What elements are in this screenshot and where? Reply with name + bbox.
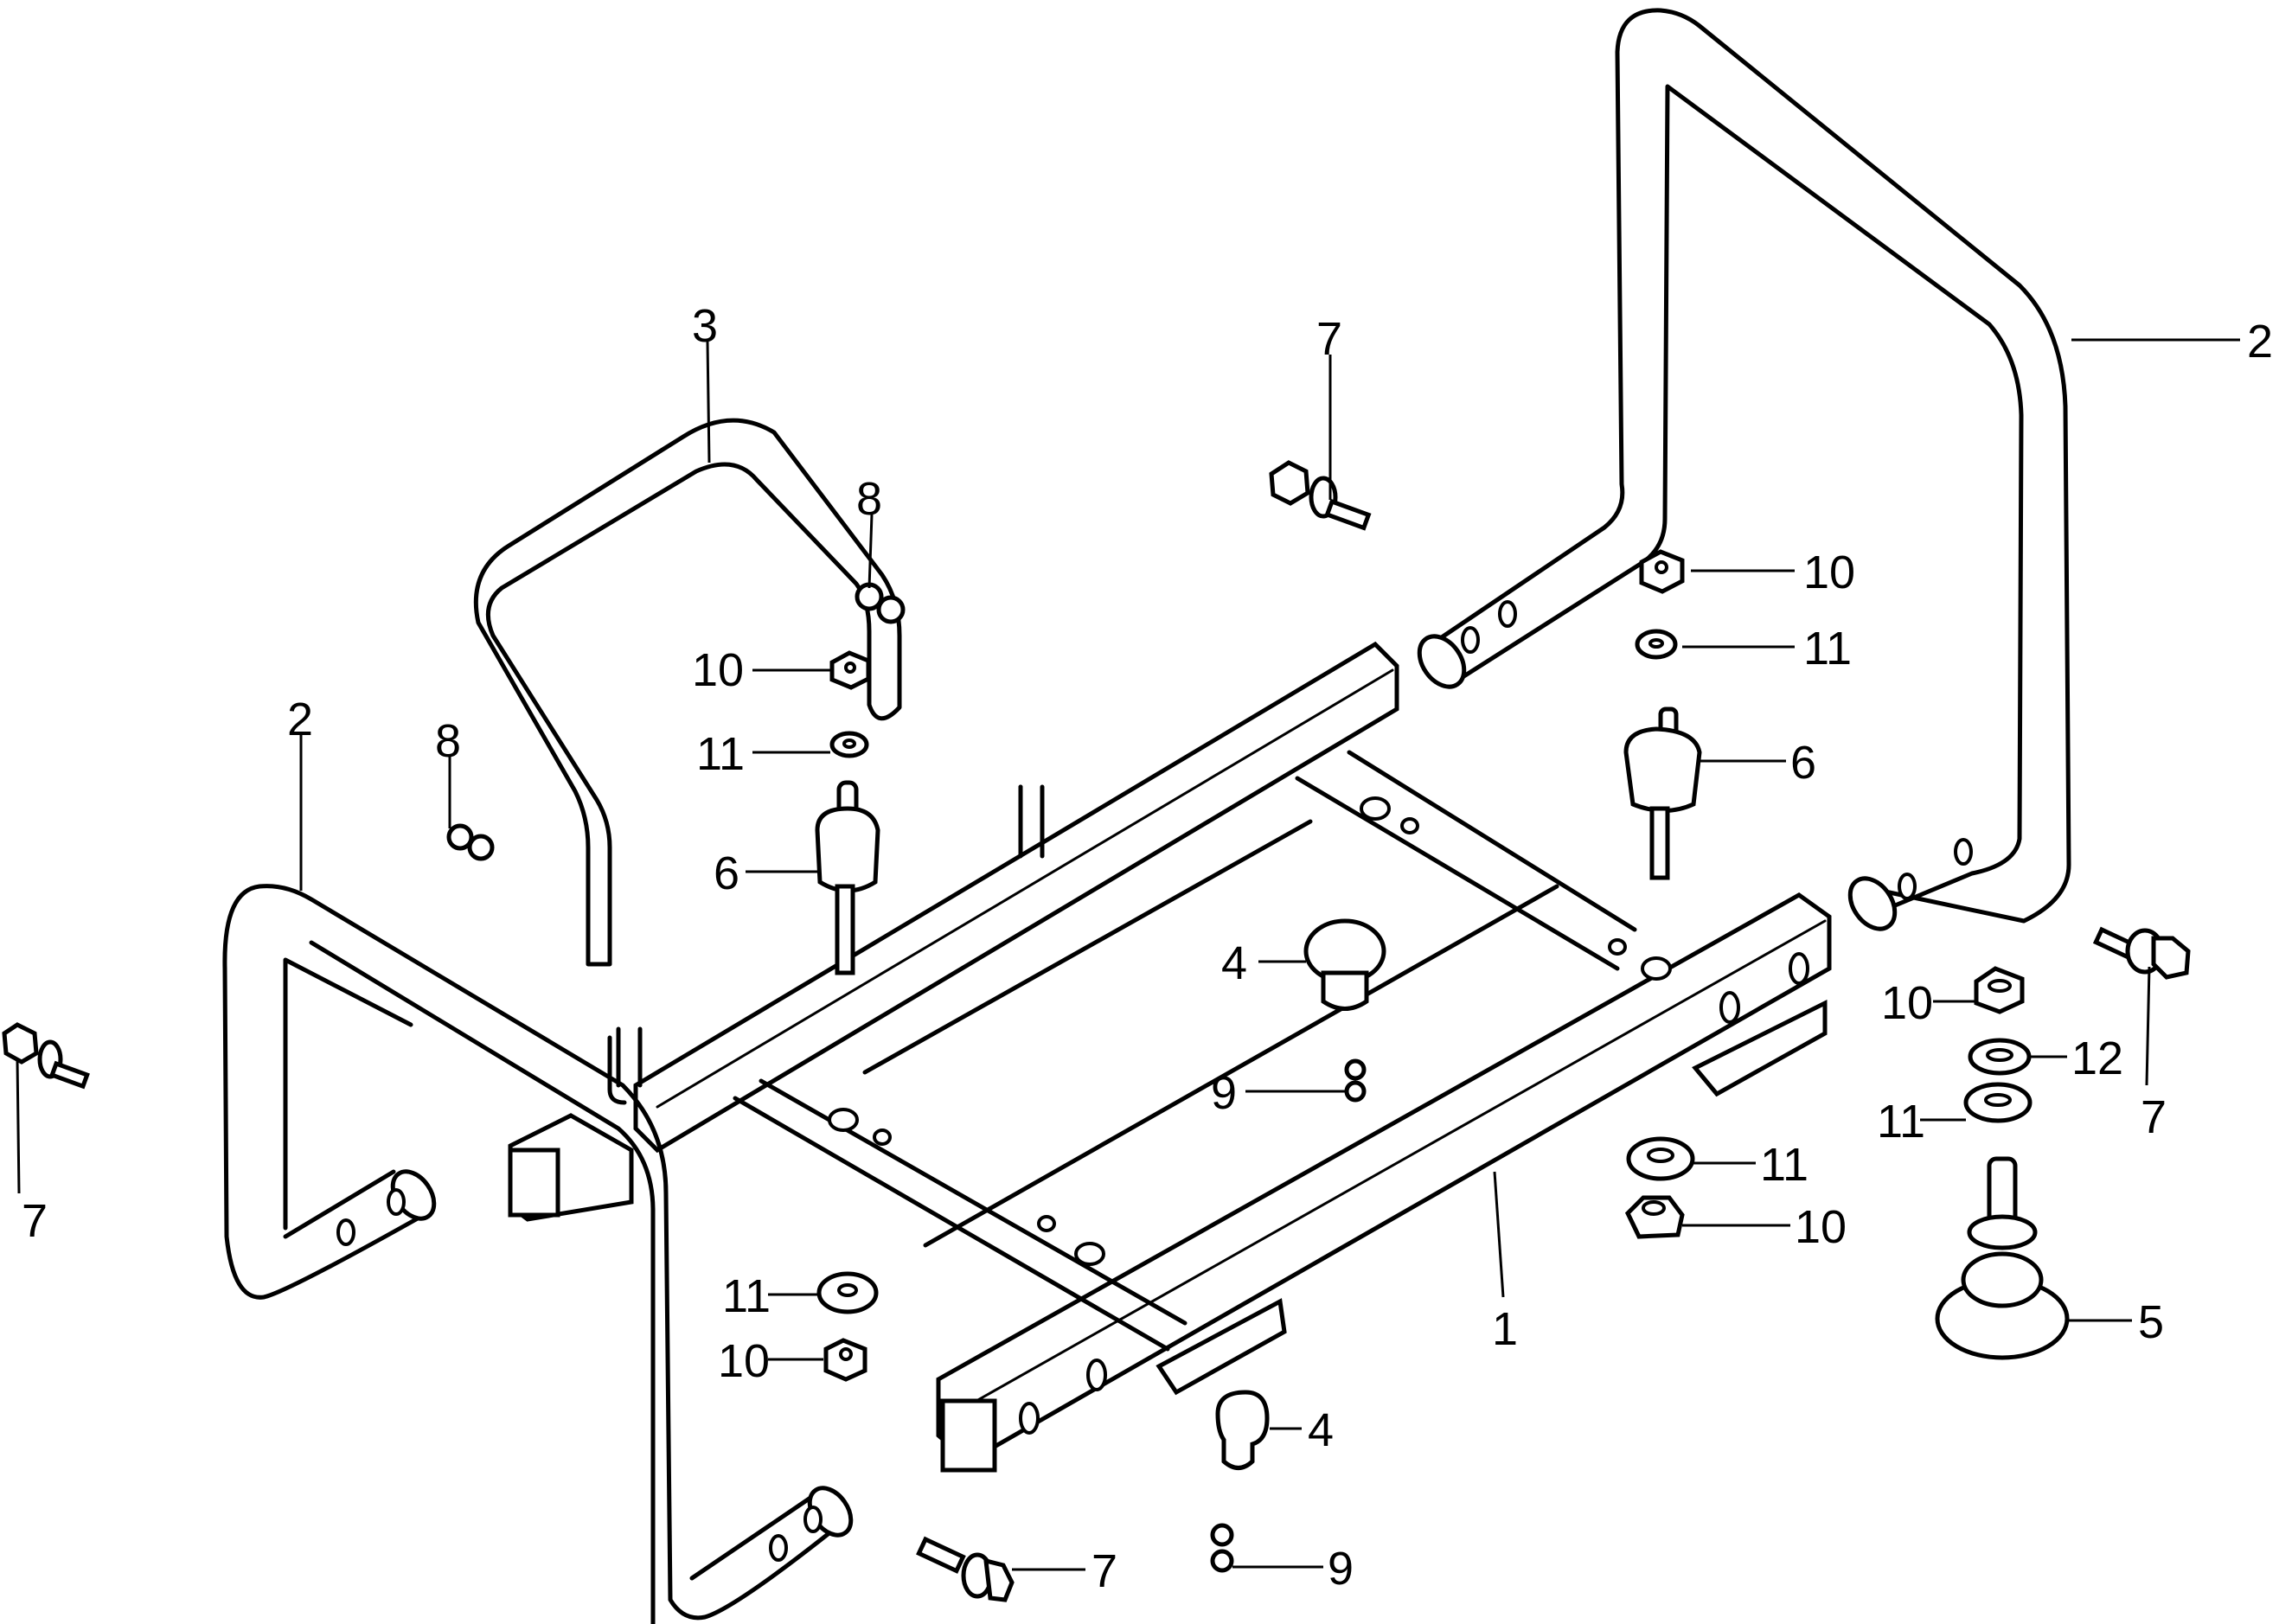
hex-nut-right bbox=[1639, 549, 1685, 594]
washer-lower-right bbox=[1626, 1136, 1695, 1181]
screw-washer-mid bbox=[855, 582, 906, 624]
flange-bolt-top bbox=[1269, 460, 1372, 531]
spring-washer bbox=[1968, 1038, 2032, 1076]
rubber-foot bbox=[1935, 1156, 2070, 1360]
washer-right bbox=[1635, 629, 1678, 660]
small-screw-mid bbox=[1344, 1058, 1367, 1103]
callout-10-lower-right: 10 bbox=[1795, 1201, 1847, 1253]
callout-2-left: 2 bbox=[287, 694, 313, 745]
handle-frame-right bbox=[1417, 8, 2071, 931]
callout-11-right: 11 bbox=[1803, 623, 1852, 675]
small-screw-bottom bbox=[1210, 1523, 1234, 1573]
callout-11-mid: 11 bbox=[696, 728, 745, 780]
handle-frame-left bbox=[222, 884, 854, 1624]
callout-7-left: 7 bbox=[22, 1195, 48, 1247]
flange-bolt-bottom bbox=[916, 1536, 1015, 1602]
callout-1: 1 bbox=[1492, 1303, 1518, 1355]
callout-8-left: 8 bbox=[435, 715, 461, 767]
callout-labels: 3 2 7 8 10 10 11 11 6 6 2 8 4 9 10 12 11… bbox=[22, 300, 2273, 1597]
hex-nut-lower-right bbox=[1624, 1195, 1685, 1239]
callout-7-top: 7 bbox=[1316, 313, 1342, 365]
washer-mid bbox=[829, 731, 869, 758]
callout-7-right: 7 bbox=[2141, 1091, 2167, 1143]
rubber-cap-mid bbox=[1303, 918, 1386, 1011]
callout-7-bottom: 7 bbox=[1091, 1545, 1117, 1597]
callout-10-mid: 10 bbox=[692, 644, 744, 696]
callout-2-right: 2 bbox=[2247, 316, 2273, 368]
callout-11-lower-right: 11 bbox=[1760, 1139, 1808, 1191]
callout-4-lower: 4 bbox=[1308, 1404, 1334, 1456]
hex-nut-mid bbox=[829, 650, 871, 690]
callout-4-mid: 4 bbox=[1221, 937, 1247, 989]
callout-11-lower-left: 11 bbox=[722, 1270, 771, 1322]
rubber-cap-lower bbox=[1215, 1390, 1270, 1470]
leader-lines bbox=[16, 338, 2240, 1571]
callout-9-mid: 9 bbox=[1211, 1067, 1237, 1119]
callout-12: 12 bbox=[2071, 1033, 2123, 1084]
callout-8-mid: 8 bbox=[856, 473, 882, 525]
callout-5: 5 bbox=[2138, 1296, 2164, 1348]
callout-10-right: 10 bbox=[1803, 547, 1855, 598]
callout-3: 3 bbox=[692, 300, 718, 352]
hex-nut-far-right bbox=[1974, 966, 2025, 1014]
washer-far-right bbox=[1963, 1082, 2033, 1123]
washer-lower-left bbox=[816, 1271, 879, 1314]
flange-bolt-left bbox=[2, 1022, 90, 1090]
rubber-mount-right bbox=[1623, 707, 1702, 880]
handle-bar-small bbox=[473, 418, 1040, 1105]
callout-11-far-right: 11 bbox=[1877, 1096, 1925, 1148]
callout-9-bottom: 9 bbox=[1328, 1543, 1354, 1595]
main-frame bbox=[508, 641, 1832, 1473]
rubber-mount-mid bbox=[815, 780, 880, 975]
callout-10-far-right: 10 bbox=[1881, 977, 1933, 1029]
callout-6-right: 6 bbox=[1790, 737, 1816, 789]
screw-washer-left bbox=[446, 823, 495, 861]
callout-6-mid: 6 bbox=[714, 847, 739, 899]
flange-bolt-right bbox=[2092, 926, 2191, 980]
callout-10-lower-left: 10 bbox=[718, 1335, 770, 1387]
hex-nut-lower-left bbox=[823, 1338, 867, 1382]
